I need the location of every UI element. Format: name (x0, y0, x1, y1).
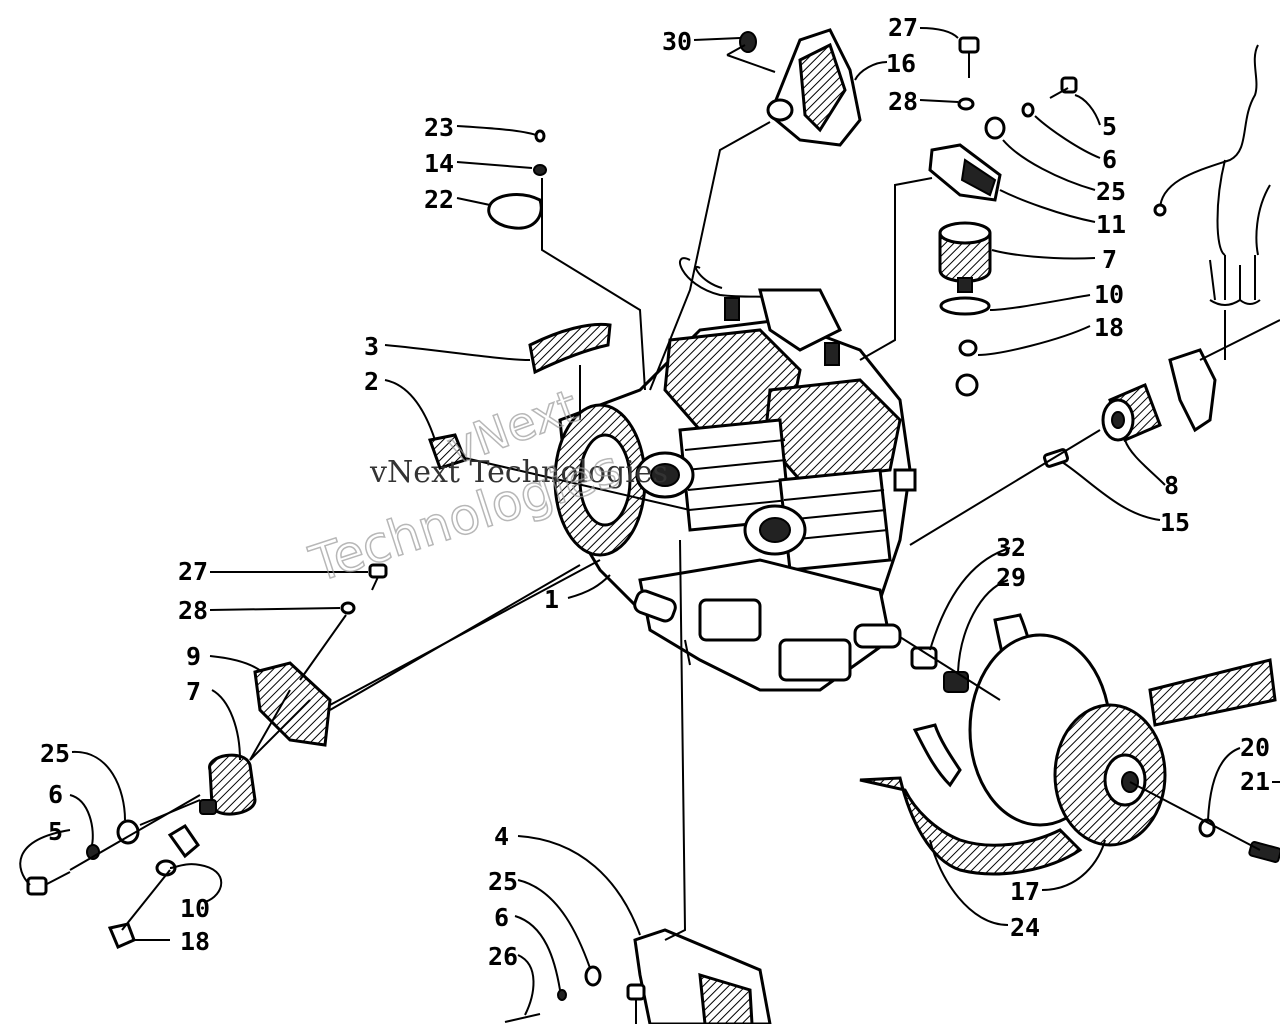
callout-17: 17 (1010, 877, 1040, 906)
callout-15: 15 (1160, 508, 1190, 537)
callout-14: 14 (424, 149, 454, 178)
watermark-line-2: vNext Technologies (369, 455, 668, 490)
callout-20: 20 (1240, 733, 1270, 762)
callout-9: 9 (186, 642, 201, 671)
leader-lines (19, 27, 1280, 1016)
callout-11: 11 (1096, 210, 1126, 239)
callout-28: 28 (178, 596, 208, 625)
right-side-parts (1042, 44, 1271, 468)
callout-10: 10 (180, 894, 210, 923)
callout-6: 6 (494, 903, 509, 932)
callout-18: 18 (1094, 313, 1124, 342)
callout-6: 6 (48, 780, 63, 809)
callout-16: 16 (886, 49, 916, 78)
callout-24: 24 (1010, 913, 1040, 942)
gasket-parts (487, 129, 547, 230)
callout-27: 27 (178, 557, 208, 586)
callout-7: 7 (186, 677, 201, 706)
callout-28: 28 (888, 87, 918, 116)
callout-32: 32 (996, 533, 1026, 562)
callout-25: 25 (1096, 177, 1126, 206)
callout-29: 29 (996, 563, 1026, 592)
callout-1: 1 (544, 585, 559, 614)
callout-8: 8 (1164, 471, 1179, 500)
callout-6: 6 (1102, 145, 1117, 174)
top-cover-part-16 (739, 28, 862, 147)
parts-3-2 (428, 322, 612, 470)
callout-18: 18 (180, 927, 210, 956)
callout-22: 22 (424, 185, 454, 214)
callout-4: 4 (494, 822, 509, 851)
left-mount-assembly (26, 563, 388, 949)
callout-3: 3 (364, 332, 379, 361)
callout-10: 10 (1094, 280, 1124, 309)
callout-5: 5 (48, 817, 63, 846)
callout-26: 26 (488, 942, 518, 971)
callout-23: 23 (424, 113, 454, 142)
callout-7: 7 (1102, 245, 1117, 274)
callout-5: 5 (1102, 112, 1117, 141)
callout-21: 21 (1240, 767, 1270, 796)
callout-27: 27 (888, 13, 918, 42)
callout-30: 30 (662, 27, 692, 56)
bottom-bracket-assembly (504, 928, 772, 1024)
clutch-assembly (859, 613, 1280, 876)
engine-assembly (553, 257, 917, 692)
callout-2: 2 (364, 367, 379, 396)
callout-labels: 30 16 27 28 5 6 25 11 7 10 18 23 14 22 3… (40, 13, 1270, 971)
right-mount-assembly (928, 36, 1078, 397)
callout-25: 25 (40, 739, 70, 768)
callout-25: 25 (488, 867, 518, 896)
